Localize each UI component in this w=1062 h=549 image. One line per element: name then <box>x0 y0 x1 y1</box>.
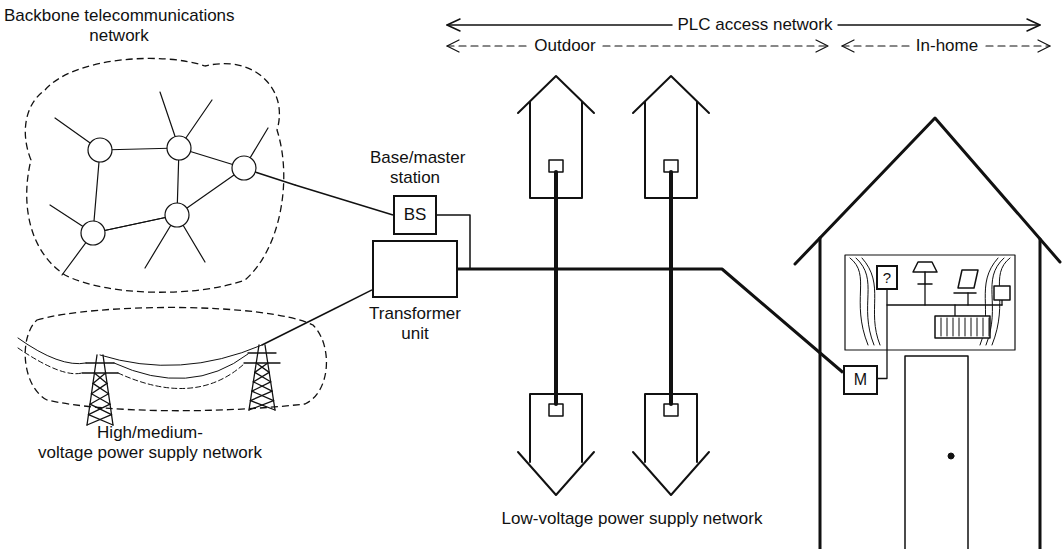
home-wiring <box>887 284 1002 316</box>
power-grid-cloud: High/medium- voltage power supply networ… <box>15 300 335 463</box>
pylons <box>18 338 280 425</box>
door-knob <box>948 453 954 459</box>
laptop <box>954 270 978 293</box>
segment-label: In-home <box>911 36 983 56</box>
segment-label: Outdoor <box>529 36 600 56</box>
arrow-head <box>1027 19 1040 31</box>
text-line: High/medium- <box>25 423 275 443</box>
node-heading: Transformer unit <box>360 304 470 344</box>
box-outline: BS <box>393 195 437 235</box>
curtain <box>850 258 1010 345</box>
lamp <box>913 262 937 284</box>
low-voltage-line <box>458 269 843 373</box>
network-graph <box>50 92 268 275</box>
room <box>845 255 1015 350</box>
overhead-line <box>100 345 262 365</box>
text-line: network <box>4 26 234 46</box>
appliance <box>994 286 1010 300</box>
span-arrow <box>447 45 828 46</box>
network-node <box>88 138 112 162</box>
node-heading: Backbone telecommunications network <box>4 6 234 46</box>
network-link <box>255 172 295 185</box>
fin <box>971 318 972 336</box>
pylon <box>82 355 118 425</box>
arrow-head <box>842 40 854 52</box>
transformer-unit: Transformer unit <box>360 240 470 344</box>
service-line <box>669 172 673 404</box>
house <box>633 76 709 495</box>
network-node <box>232 156 256 180</box>
box-label: M <box>854 370 867 390</box>
cloud-shape <box>15 50 295 300</box>
text-line: Base/master <box>370 148 460 168</box>
fin <box>953 318 954 336</box>
cloud-outline <box>15 50 295 300</box>
text-line: station <box>370 168 460 188</box>
radiator-fins <box>941 318 989 336</box>
arrow-head <box>1038 40 1050 52</box>
text-line: voltage power supply network <box>25 443 275 463</box>
box-label: ? <box>883 268 891 288</box>
network-link <box>93 215 177 233</box>
base-station: Base/master stationBS <box>370 148 460 235</box>
node-heading: Base/master station <box>370 148 460 188</box>
box-outline <box>372 240 458 298</box>
meter-box: M <box>843 365 878 395</box>
pylon <box>244 345 280 410</box>
feeder-line <box>335 290 372 309</box>
home <box>795 118 1060 549</box>
box-label: BS <box>404 205 427 225</box>
network-label: Low-voltage power supply network <box>497 509 768 529</box>
network-span-label: PLC access network <box>673 15 838 35</box>
house <box>518 76 594 495</box>
fin <box>989 318 990 336</box>
network-node <box>81 221 105 245</box>
overhead-line <box>118 364 244 389</box>
fin <box>947 318 948 336</box>
arrow-head <box>816 40 828 52</box>
unknown-device-box: ? <box>876 265 898 290</box>
service-line <box>554 172 558 404</box>
arrow-head <box>447 19 460 31</box>
network-link <box>295 185 393 215</box>
fin <box>977 318 978 336</box>
cloud-outline <box>15 300 335 415</box>
box-outline: ? <box>876 265 898 290</box>
home-wiring <box>878 290 887 379</box>
network-node <box>167 136 191 160</box>
overhead-line <box>18 338 86 364</box>
network-link <box>93 215 177 233</box>
network-node <box>165 203 189 227</box>
fin <box>965 318 966 336</box>
door <box>905 356 968 549</box>
network-cloud: Backbone telecommunications network <box>0 6 300 300</box>
overhead-line <box>114 354 248 379</box>
node-heading: High/medium- voltage power supply networ… <box>25 423 275 463</box>
text-line: Backbone telecommunications <box>4 6 234 26</box>
cloud-shape <box>15 300 335 415</box>
text-line: Transformer <box>360 304 470 324</box>
text-line: unit <box>360 324 470 344</box>
fin <box>959 318 960 336</box>
box-outline: M <box>843 365 878 395</box>
arrow-head <box>447 40 459 52</box>
fin <box>941 318 942 336</box>
fin <box>983 318 984 336</box>
radiator <box>935 316 990 338</box>
